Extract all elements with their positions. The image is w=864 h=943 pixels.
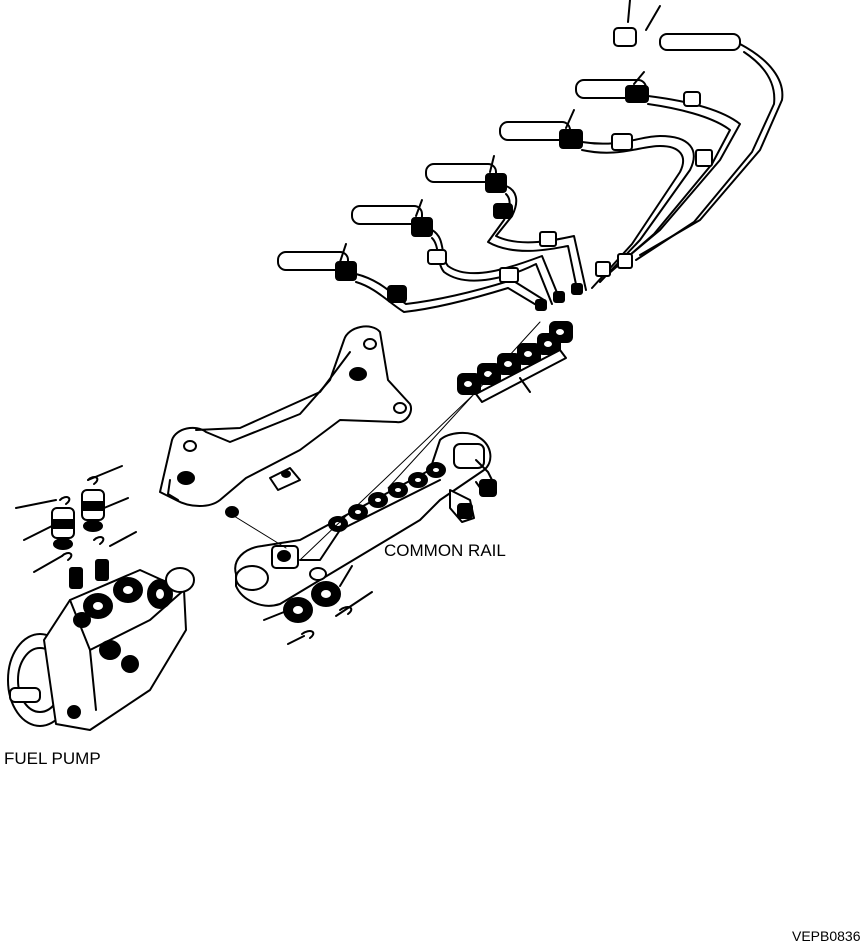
flow-dampers [457, 283, 583, 403]
fuel-pump [7, 559, 195, 731]
injection-tube-6 [277, 243, 545, 313]
tube-clamps [499, 149, 713, 283]
common-rail-label: COMMON RAIL [384, 541, 506, 560]
injection-tube-4 [425, 155, 587, 295]
assembly-guide-lines [233, 321, 541, 561]
injection-tube-2 [575, 71, 741, 277]
common-rail [234, 432, 497, 607]
injection-tube-5 [351, 199, 561, 305]
rail-plugs [263, 565, 373, 645]
injection-tubes [277, 0, 784, 313]
fuel-pump-label: FUEL PUMP [4, 749, 101, 768]
figure-id-label: VEPB0836 [792, 928, 861, 943]
pump-outlet-valves [15, 465, 137, 573]
rail-bracket [159, 325, 412, 518]
injection-tube-3 [499, 109, 695, 289]
injection-tube-1 [613, 0, 784, 261]
